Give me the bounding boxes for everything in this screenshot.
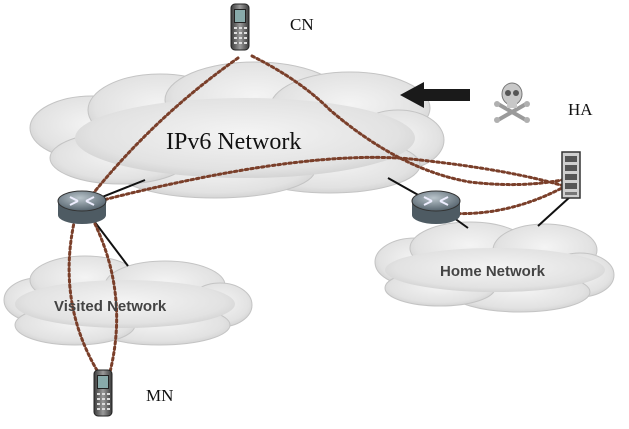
- ipv6-network-cloud: [29, 61, 445, 199]
- router-icon: [411, 190, 461, 224]
- skull-crossbones-icon: [494, 82, 530, 123]
- link-ha-to-home: [537, 195, 572, 227]
- visited-network-label: Visited Network: [54, 298, 167, 315]
- path-cn-to-router-left: [82, 56, 240, 207]
- server-rack-icon: [561, 151, 581, 199]
- cn-label: CN: [290, 15, 314, 34]
- mobile-phone-icon: [93, 369, 113, 417]
- ha-label: HA: [568, 100, 593, 119]
- path-cn-to-ha: [250, 54, 564, 187]
- ipv6-network-label: IPv6 Network: [166, 129, 301, 155]
- home-network-cloud: [374, 221, 615, 313]
- path-router-left-to-mn-inner: [88, 212, 119, 374]
- mobile-phone-icon: [230, 3, 250, 51]
- router-icon: [57, 190, 107, 224]
- home-network-label: Home Network: [440, 263, 546, 280]
- mn-label: MN: [146, 386, 173, 405]
- path-router-left-to-mn-outer: [67, 212, 100, 374]
- path-router-left-to-ha: [82, 155, 566, 207]
- arrow-left-icon: [400, 82, 470, 108]
